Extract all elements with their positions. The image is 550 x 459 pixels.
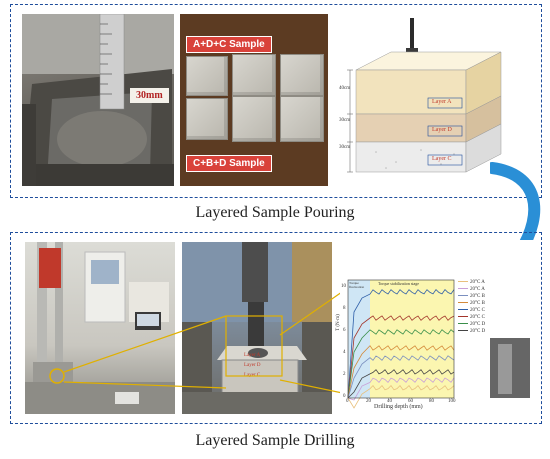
torque-chart <box>340 240 538 420</box>
legend-entry: 20°C B <box>458 294 530 301</box>
torque-curve <box>347 377 455 401</box>
drilling-caption: Layered Sample Drilling <box>195 432 355 449</box>
x-tick: 20 <box>366 399 371 404</box>
legend-entry: 20°C A <box>458 280 530 287</box>
sample-layer-c: Layer C <box>244 373 261 378</box>
drill-closeup-drawing <box>182 242 332 414</box>
pouring-caption: Layered Sample Pouring <box>195 204 355 221</box>
legend-entry: 20°C D <box>458 322 530 329</box>
y-tick: 6 <box>343 328 346 333</box>
y-tick: 8 <box>343 306 346 311</box>
x-tick: 80 <box>429 399 434 404</box>
chart-ylabel: T (N·m) <box>335 314 341 331</box>
x-tick: 100 <box>448 399 456 404</box>
y-tick: 10 <box>341 284 346 289</box>
torque-curve <box>347 288 455 399</box>
torque-curve <box>347 355 455 399</box>
cube <box>280 54 324 96</box>
cube <box>232 96 276 142</box>
x-tick: 60 <box>408 399 413 404</box>
y-tick: 0 <box>343 394 346 399</box>
torque-curve <box>347 315 455 399</box>
cube <box>280 96 324 142</box>
layer-diagram <box>347 18 502 173</box>
mold-photo-drawing <box>22 14 174 186</box>
legend-entry: 20°C C <box>458 308 530 315</box>
x-tick: 0 <box>346 399 349 404</box>
torque-curve <box>347 329 455 399</box>
legend-entry: 20°C C <box>458 315 530 322</box>
chart-legend: 20°C A 20°C A 20°C B 20°C B 20°C C 20°C … <box>458 280 530 336</box>
depth-tag-30mm: 30mm <box>130 88 169 103</box>
sample-layer-a: Layer A <box>244 353 261 358</box>
drilling-panel <box>10 232 542 424</box>
cube <box>186 98 228 140</box>
depth-label-a: 40cm <box>339 86 351 91</box>
torque-curve <box>347 369 455 399</box>
y-tick: 2 <box>343 372 346 377</box>
cube <box>232 54 276 96</box>
y-tick: 4 <box>343 350 346 355</box>
depth-label-c: 30cm <box>339 145 351 150</box>
rig-photo <box>25 242 175 414</box>
sample-label-cbd: C+B+D Sample <box>186 155 272 172</box>
legend-entry: 20°C B <box>458 301 530 308</box>
layer-label-d: Layer D <box>432 127 452 133</box>
chart-header-left: Torque fluctuation <box>349 281 365 289</box>
sample-label-adc: A+D+C Sample <box>186 36 272 53</box>
drill-closeup-photo <box>182 242 332 414</box>
legend-entry: 20°C D <box>458 329 530 336</box>
layer-label-a: Layer A <box>432 99 452 105</box>
chart-header-right: Torque stabilization stage <box>378 281 420 286</box>
pouring-panel <box>10 4 542 198</box>
x-tick: 40 <box>387 399 392 404</box>
cube <box>186 56 228 96</box>
sample-layer-d: Layer D <box>244 363 261 368</box>
rig-photo-drawing <box>25 242 175 414</box>
chart-xlabel: Drilling depth (mm) <box>374 404 423 410</box>
torque-curve <box>347 384 455 409</box>
mold-photo <box>22 14 174 186</box>
legend-entry: 20°C A <box>458 287 530 294</box>
depth-label-d: 30cm <box>339 118 351 123</box>
torque-curve <box>347 345 455 399</box>
layer-label-c: Layer C <box>432 156 452 162</box>
